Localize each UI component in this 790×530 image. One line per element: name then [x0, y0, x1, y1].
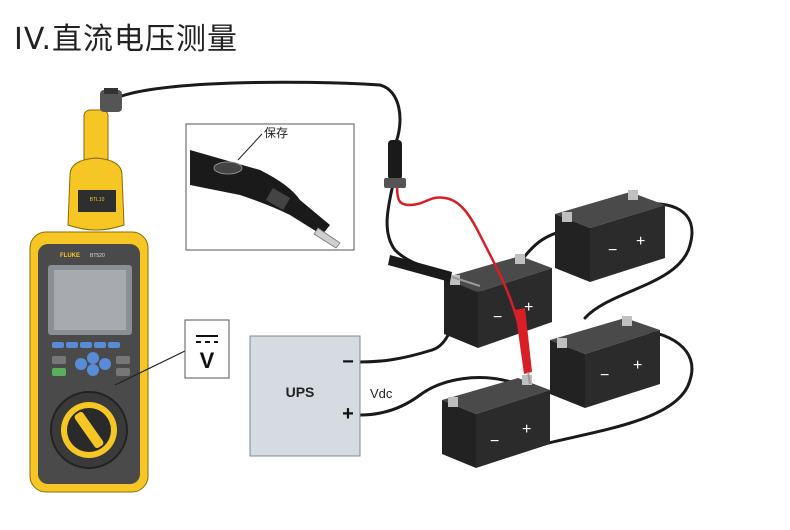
meter-brand-text: FLUKE: [60, 253, 80, 259]
battery-minus-sign: −: [600, 367, 609, 384]
battery-lower-right: − +: [550, 316, 660, 408]
probe-connector: [384, 140, 406, 188]
probe-model-text: BTL10: [90, 197, 105, 203]
inset-save-label: 保存: [264, 126, 288, 140]
battery-top-right: − +: [555, 190, 665, 282]
battery-minus-sign: −: [493, 309, 502, 326]
probe-inset: 保存: [185, 123, 355, 251]
battery-plus-sign: +: [522, 421, 531, 438]
black-probe: [388, 255, 481, 287]
meter-model-text: BT520: [90, 253, 105, 259]
ups-plus-terminal: +: [342, 403, 354, 425]
page-title: IV.直流电压测量: [14, 22, 239, 57]
battery-bottom: − +: [442, 375, 550, 468]
dc-voltage-symbol-box: V: [184, 319, 230, 379]
red-probe: [393, 174, 532, 385]
battery-minus-sign: −: [608, 242, 617, 259]
battery-plus-sign: +: [633, 357, 642, 374]
vdc-label: Vdc: [370, 386, 393, 401]
dial-pointer-line: [114, 349, 188, 386]
ups-unit: UPS − +: [249, 335, 361, 457]
battery-plus-sign: +: [636, 233, 645, 250]
battery-analyzer: BTL10 FLUKE BT520: [29, 88, 149, 493]
ups-minus-terminal: −: [342, 351, 354, 373]
battery-plus-sign: +: [524, 299, 533, 316]
symbol-v-label: V: [200, 348, 215, 373]
ups-label: UPS: [286, 384, 315, 400]
battery-minus-sign: −: [490, 433, 499, 450]
